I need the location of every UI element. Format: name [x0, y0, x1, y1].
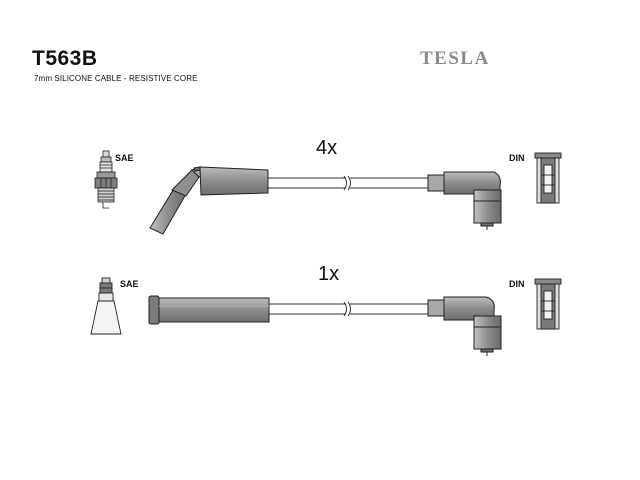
din-label-bottom: DIN: [509, 279, 525, 289]
right-angle-boot-icon-bottom: [427, 296, 502, 356]
din-connector-icon: [534, 152, 562, 204]
straight-boot-icon: [148, 295, 270, 325]
din-label-top: DIN: [509, 153, 525, 163]
part-number: T563B: [32, 47, 98, 70]
cable-spec: 7mm SILICONE CABLE - RESISTIVE CORE: [34, 74, 198, 83]
sae-label-top: SAE: [115, 153, 134, 163]
right-angle-boot-icon: [427, 171, 502, 230]
spark-plug-icon: [94, 150, 118, 209]
brand-logo: TESLA: [420, 48, 490, 69]
coil-terminal-icon: [90, 277, 122, 335]
quantity-bottom: 1x: [318, 263, 340, 285]
din-connector-icon-bottom: [534, 278, 562, 330]
angled-boot-icon: [149, 166, 269, 235]
sae-label-bottom: SAE: [120, 279, 139, 289]
cable-wire-bottom: [269, 301, 428, 317]
cable-wire-top: [268, 175, 428, 191]
quantity-top: 4x: [316, 137, 338, 159]
